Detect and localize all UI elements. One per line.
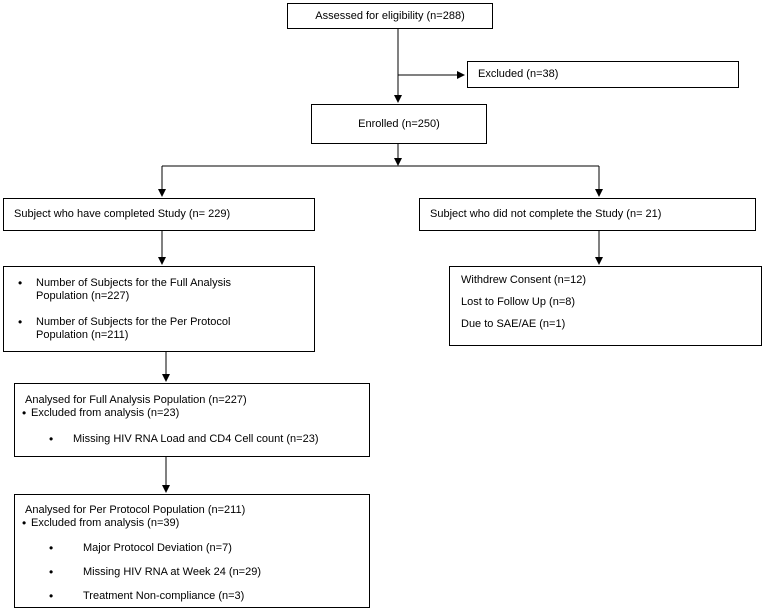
excluded-label: Excluded (n=38) — [478, 68, 559, 80]
withdrawals-box: Withdrew Consent (n=12) Lost to Follow U… — [449, 266, 762, 346]
populations-item-full: Number of Subjects for the Full Analysis… — [4, 277, 314, 303]
assessed-box: Assessed for eligibility (n=288) — [287, 3, 493, 29]
completed-box: Subject who have completed Study (n= 229… — [3, 198, 315, 231]
per-protocol-reason-noncompliance: Treatment Non-compliance (n=3) — [25, 590, 369, 603]
per-protocol-title: Analysed for Per Protocol Population (n=… — [25, 504, 246, 516]
per-protocol-excluded: Excluded from analysis (n=39) — [19, 517, 369, 530]
enrolled-label: Enrolled (n=250) — [358, 117, 440, 130]
withdrawal-item-consent: Withdrew Consent (n=12) — [461, 274, 587, 286]
per-protocol-box: Analysed for Per Protocol Population (n=… — [14, 494, 370, 608]
full-analysis-excluded: Excluded from analysis (n=23) — [19, 407, 369, 420]
populations-item-per-protocol: Number of Subjects for the Per Protocol … — [4, 316, 314, 342]
full-analysis-reason-item: Missing HIV RNA Load and CD4 Cell count … — [25, 433, 369, 446]
populations-box: Number of Subjects for the Full Analysis… — [3, 266, 315, 352]
full-analysis-box: Analysed for Full Analysis Population (n… — [14, 383, 370, 457]
withdrawal-item-sae: Due to SAE/AE (n=1) — [461, 318, 566, 330]
withdrawal-item-followup: Lost to Follow Up (n=8) — [461, 296, 576, 308]
enrolled-box: Enrolled (n=250) — [311, 104, 487, 144]
populations-list: Number of Subjects for the Full Analysis… — [4, 277, 314, 342]
not-completed-box: Subject who did not complete the Study (… — [419, 198, 756, 231]
full-analysis-title: Analysed for Full Analysis Population (n… — [25, 394, 247, 406]
per-protocol-reason-deviation: Major Protocol Deviation (n=7) — [25, 542, 369, 555]
excluded-box: Excluded (n=38) — [467, 61, 739, 88]
assessed-label: Assessed for eligibility (n=288) — [315, 9, 465, 22]
per-protocol-reason-missing-rna: Missing HIV RNA at Week 24 (n=29) — [25, 566, 369, 579]
completed-label: Subject who have completed Study (n= 229… — [14, 208, 231, 220]
not-completed-label: Subject who did not complete the Study (… — [430, 208, 662, 220]
